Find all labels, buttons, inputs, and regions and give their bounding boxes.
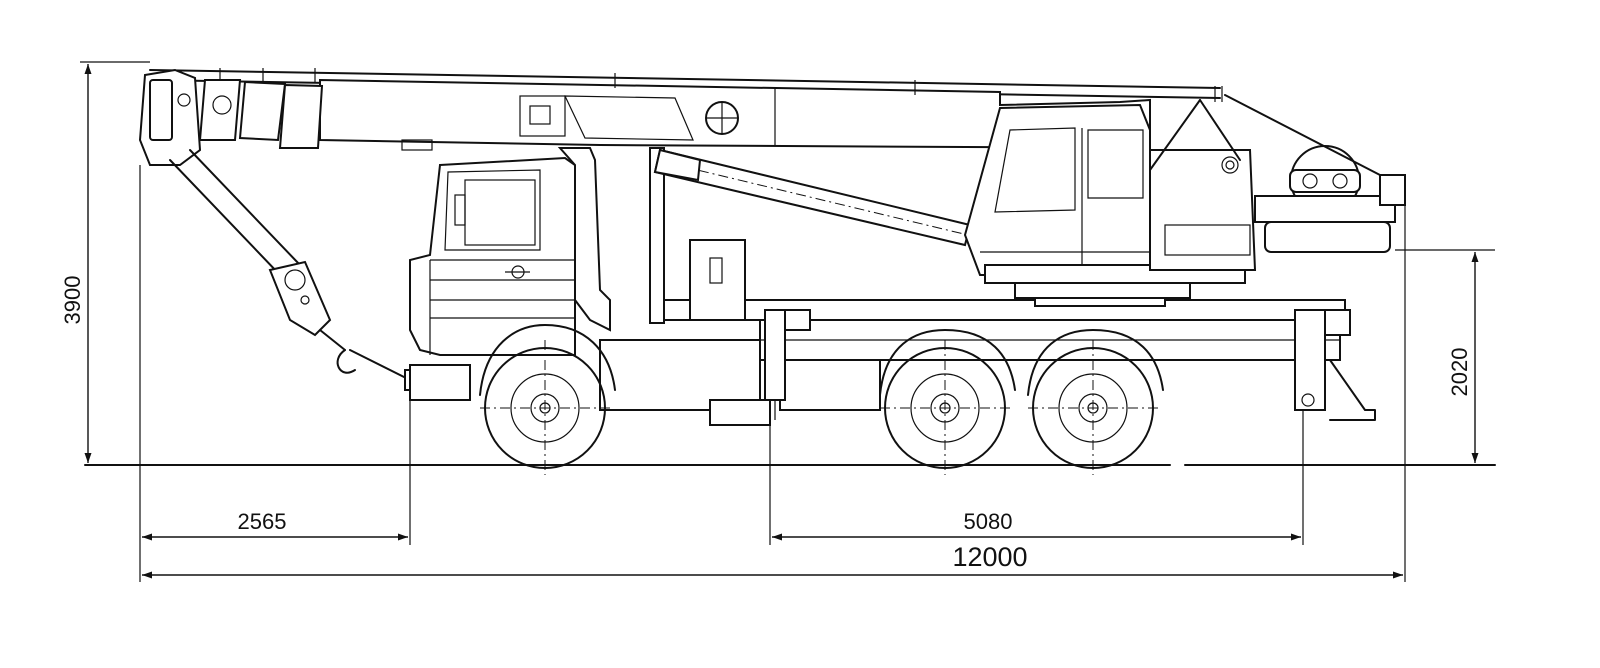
rear-outrigger (1294, 309, 1376, 421)
hook-block (169, 149, 436, 391)
rear-wheel-2 (1027, 329, 1164, 475)
dim-front-overhang: 2565 (142, 509, 408, 541)
chassis-frame (599, 147, 1346, 426)
dim-front-overhang-label: 2565 (238, 509, 287, 534)
truck-cab (409, 147, 611, 401)
dim-overall-length-label: 12000 (952, 542, 1027, 572)
front-outrigger (764, 309, 811, 420)
dim-overall-length: 12000 (142, 542, 1403, 579)
dim-total-height-label: 3900 (60, 276, 85, 325)
rear-wheel-1 (879, 329, 1016, 475)
extension-lines (80, 61, 1495, 582)
dim-wheelbase: 5080 (772, 509, 1301, 541)
crane-superstructure (963, 94, 1406, 307)
dim-outrigger-height-label: 2020 (1447, 348, 1472, 397)
lift-cylinder (653, 148, 972, 247)
dim-wheelbase-label: 5080 (964, 509, 1013, 534)
dim-total-height: 3900 (60, 64, 92, 463)
dim-outrigger-height: 2020 (1447, 252, 1479, 463)
boom-head (138, 68, 324, 166)
front-wheel (479, 324, 616, 475)
telescopic-boom (149, 68, 1223, 151)
